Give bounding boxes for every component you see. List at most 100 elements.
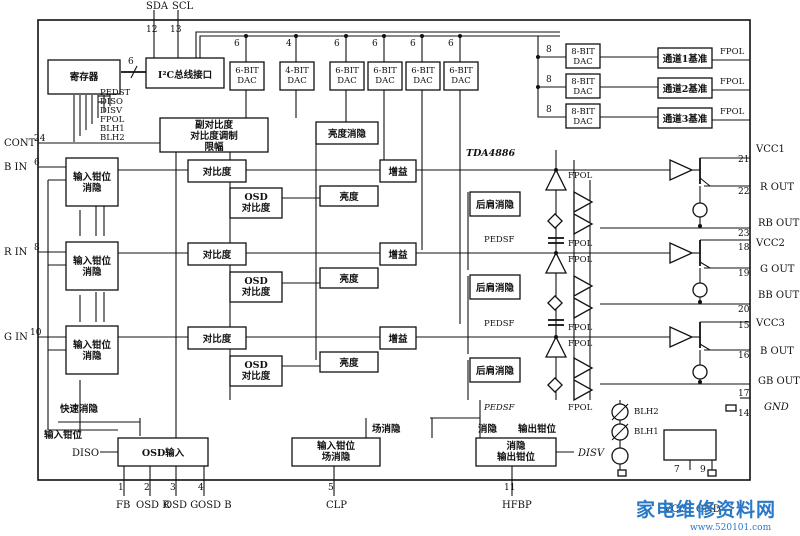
diso-label: DISO (72, 448, 99, 459)
fpol-ref-2: FPOL (720, 77, 745, 87)
osd-b-label: OSD B (198, 500, 232, 511)
vcc3-label: VCC3 (755, 318, 785, 329)
pin-22: 22 (738, 187, 749, 197)
back-porch-blank-g: 后肩消隐 (476, 365, 515, 377)
rb-out-label: RB OUT (758, 218, 800, 229)
hfbp-label: HFBP (502, 500, 532, 511)
pin-17: 17 (738, 389, 750, 399)
g-out-label: G OUT (760, 264, 795, 275)
pin-9: 9 (700, 465, 706, 475)
pin-20: 20 (738, 305, 750, 315)
pin-12: 12 (146, 25, 157, 35)
fpol-label-5: FPOL (568, 339, 593, 349)
gain-block-g: 增益 (388, 333, 408, 345)
pin-24: 24 (34, 134, 46, 144)
pin-2: 2 (144, 483, 150, 493)
pin-5: 5 (328, 483, 334, 493)
disv-label: DISV (577, 448, 606, 459)
fpol-ref-3: FPOL (720, 107, 745, 117)
osd-r-label: OSD R (136, 500, 170, 511)
clamp-block-g: 输入钳位消隐 (73, 339, 112, 362)
b-in-label: B IN (4, 162, 27, 173)
clamp-block-b: 输入钳位消隐 (73, 171, 112, 194)
blh2-reg-label: BLH2 (100, 133, 125, 143)
vcc2-label: VCC2 (755, 238, 785, 249)
pin-7: 7 (674, 465, 680, 475)
blocks (47, 43, 717, 467)
fpol-ref-1: FPOL (720, 47, 745, 57)
pedsf-label-1: PEDSF (484, 235, 515, 245)
fast-blank-label: 快速消隐 (60, 403, 99, 415)
chip-name: TDA4886 (466, 148, 516, 159)
g-in-label: G IN (4, 332, 28, 343)
pin-4: 4 (198, 483, 204, 493)
r-in-label: R IN (4, 247, 28, 258)
wiring (38, 10, 750, 496)
fb-label: FB (116, 500, 130, 511)
channel3-reference: 通道3基准 (663, 113, 708, 125)
blank-label: 消隐 (478, 423, 498, 435)
gb-out-label: GB OUT (758, 376, 800, 387)
brightness-block-g: 亮度 (339, 357, 359, 369)
pin-1: 1 (118, 483, 124, 493)
junction-dots (244, 34, 702, 384)
register-block: 寄存器 (70, 71, 99, 83)
fpol-label-4: FPOL (568, 323, 593, 333)
pin-14: 14 (738, 409, 750, 419)
blh2-label: BLH2 (634, 407, 659, 417)
bus-width-8b: 8 (546, 75, 552, 85)
osd-g-label: OSD G (164, 500, 198, 511)
fpol-label-1: FPOL (568, 171, 593, 181)
blh1-reg-label: BLH1 (100, 124, 125, 134)
subcontrast-block: 副对比度对比度调制限幅 (190, 119, 238, 153)
blank-output-clamp-block: 消隐输出钳位 (497, 440, 536, 463)
fpol-label-6: FPOL (568, 403, 593, 413)
chip-outline (37, 19, 751, 481)
bus-width-6d: 6 (410, 39, 416, 49)
pin-11: 11 (504, 483, 515, 493)
clp-label: CLP (326, 500, 347, 511)
back-porch-blank-r: 后肩消隐 (476, 282, 515, 294)
disv-reg-label: DISV (100, 106, 123, 116)
bus-width-6a: 6 (234, 39, 240, 49)
pin-19: 19 (738, 269, 750, 279)
pin-labels: SDA SCL 12 13 6 CONT 24 6 4 6 6 6 6 8 8 … (4, 1, 800, 515)
contrast-block-b: 对比度 (203, 166, 232, 178)
channel2-reference: 通道2基准 (663, 83, 708, 95)
bus-width-4: 4 (286, 39, 292, 49)
field-blank-label: 场消隐 (372, 423, 401, 435)
pedsf-label-2: PEDSF (484, 319, 515, 329)
watermark-logo-text: 家电维修资料网 (636, 498, 776, 521)
pin-23: 23 (738, 229, 750, 239)
vcc-label: VCC (663, 504, 687, 515)
output-clamp-label: 输出钳位 (518, 423, 557, 435)
channel1-reference: 通道1基准 (663, 53, 708, 65)
brightness-block-b: 亮度 (339, 191, 359, 203)
pin-15: 15 (738, 321, 750, 331)
bus-width-6c: 6 (372, 39, 378, 49)
brightness-blank-block: 亮度消隐 (328, 128, 367, 140)
diso-reg-label: DISO (100, 97, 123, 107)
r-out-label: R OUT (760, 182, 794, 193)
pin-3: 3 (170, 483, 176, 493)
pedst-label: PEDST (100, 88, 131, 98)
gnd-bottom-label: GND (696, 504, 721, 515)
watermark: 家电维修资料网 www.520101.com (636, 498, 776, 533)
pin-18: 18 (738, 243, 750, 253)
bus-width-8a: 8 (546, 45, 552, 55)
pin-16: 16 (738, 351, 750, 361)
pin-13: 13 (170, 25, 182, 35)
bus-width-6b: 6 (334, 39, 340, 49)
gnd-label: GND (764, 402, 789, 413)
pin-8: 8 (34, 243, 40, 253)
vcc1-label: VCC1 (755, 144, 785, 155)
watermark-url: www.520101.com (690, 523, 772, 533)
pin-6: 6 (34, 158, 40, 168)
